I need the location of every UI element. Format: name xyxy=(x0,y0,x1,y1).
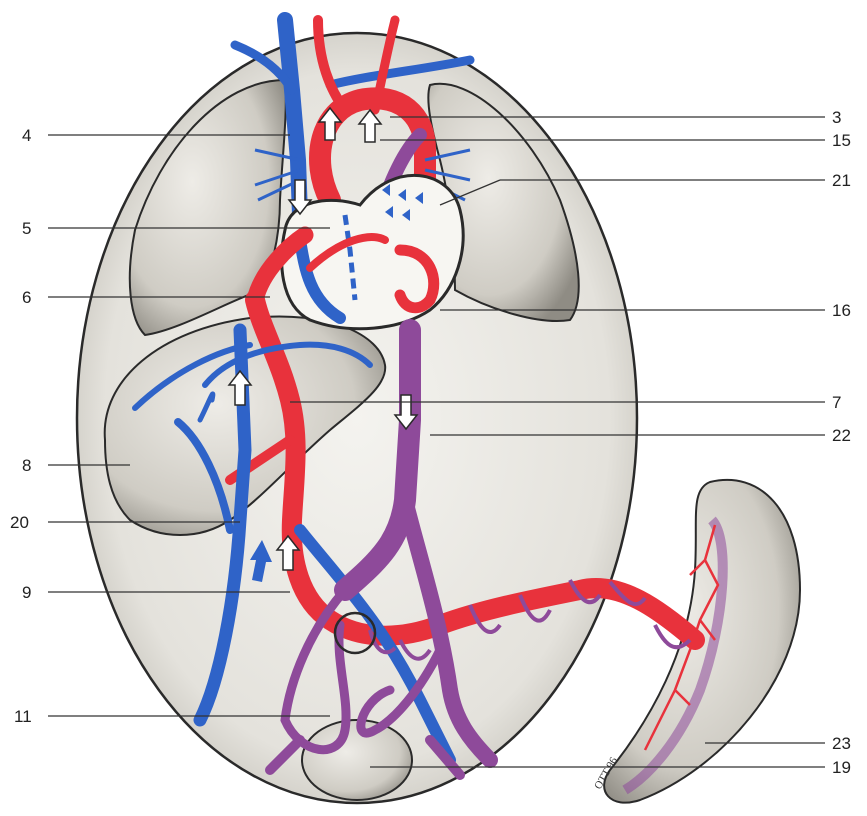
label-7: 7 xyxy=(832,393,841,412)
label-3: 3 xyxy=(832,108,841,127)
label-5: 5 xyxy=(22,219,31,238)
label-8: 8 xyxy=(22,456,31,475)
label-19: 19 xyxy=(832,758,851,777)
label-6: 6 xyxy=(22,288,31,307)
label-22: 22 xyxy=(832,426,851,445)
label-23: 23 xyxy=(832,734,851,753)
label-21: 21 xyxy=(832,171,851,190)
label-20: 20 xyxy=(10,513,29,532)
label-15: 15 xyxy=(832,131,851,150)
bladder xyxy=(302,720,412,800)
label-16: 16 xyxy=(832,301,851,320)
label-4: 4 xyxy=(22,126,31,145)
label-9: 9 xyxy=(22,583,31,602)
label-11: 11 xyxy=(14,707,32,726)
